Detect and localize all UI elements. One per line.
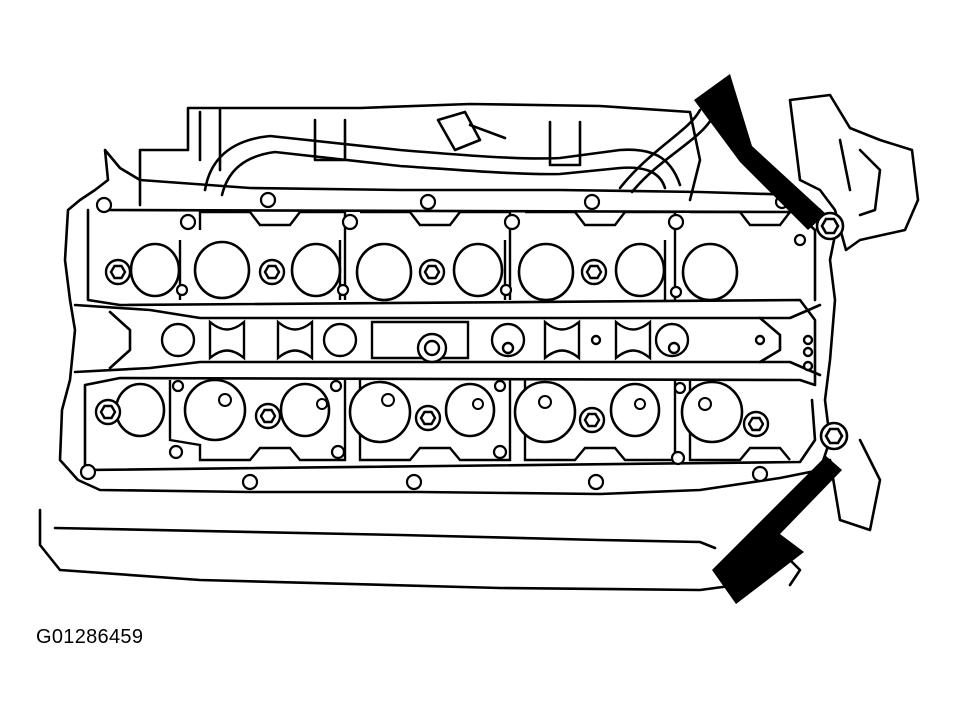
coolant-hose [203, 134, 682, 192]
cylinder-head-outline [58, 148, 838, 496]
center-spine [73, 303, 822, 377]
upper-arrow [694, 74, 826, 230]
lower-arrow [712, 456, 842, 604]
spine-features [160, 319, 814, 372]
hex-head-bolts [94, 258, 770, 438]
figure-id-label: G01286459 [36, 626, 144, 648]
perimeter-holes [79, 191, 807, 491]
cam-end-detail [838, 138, 882, 217]
lower-valve-bores [114, 378, 744, 444]
rear-ribs [198, 108, 582, 172]
wiring-harness [618, 108, 714, 194]
cam-end-housing [788, 93, 920, 252]
hose-connector [436, 110, 507, 152]
lower-end-bracket [828, 438, 882, 532]
lower-gasket-edge-inner [53, 526, 717, 550]
lower-right-bolt [819, 421, 849, 451]
upper-right-bolt [815, 211, 845, 241]
lower-journal-bridges [168, 380, 791, 462]
lower-gasket-edge [38, 508, 802, 592]
upper-valve-bores [129, 240, 739, 302]
coolant-hose-inner [220, 150, 667, 197]
spine-left-wedge [108, 310, 782, 370]
lower-valve-inner-marks [218, 393, 712, 411]
